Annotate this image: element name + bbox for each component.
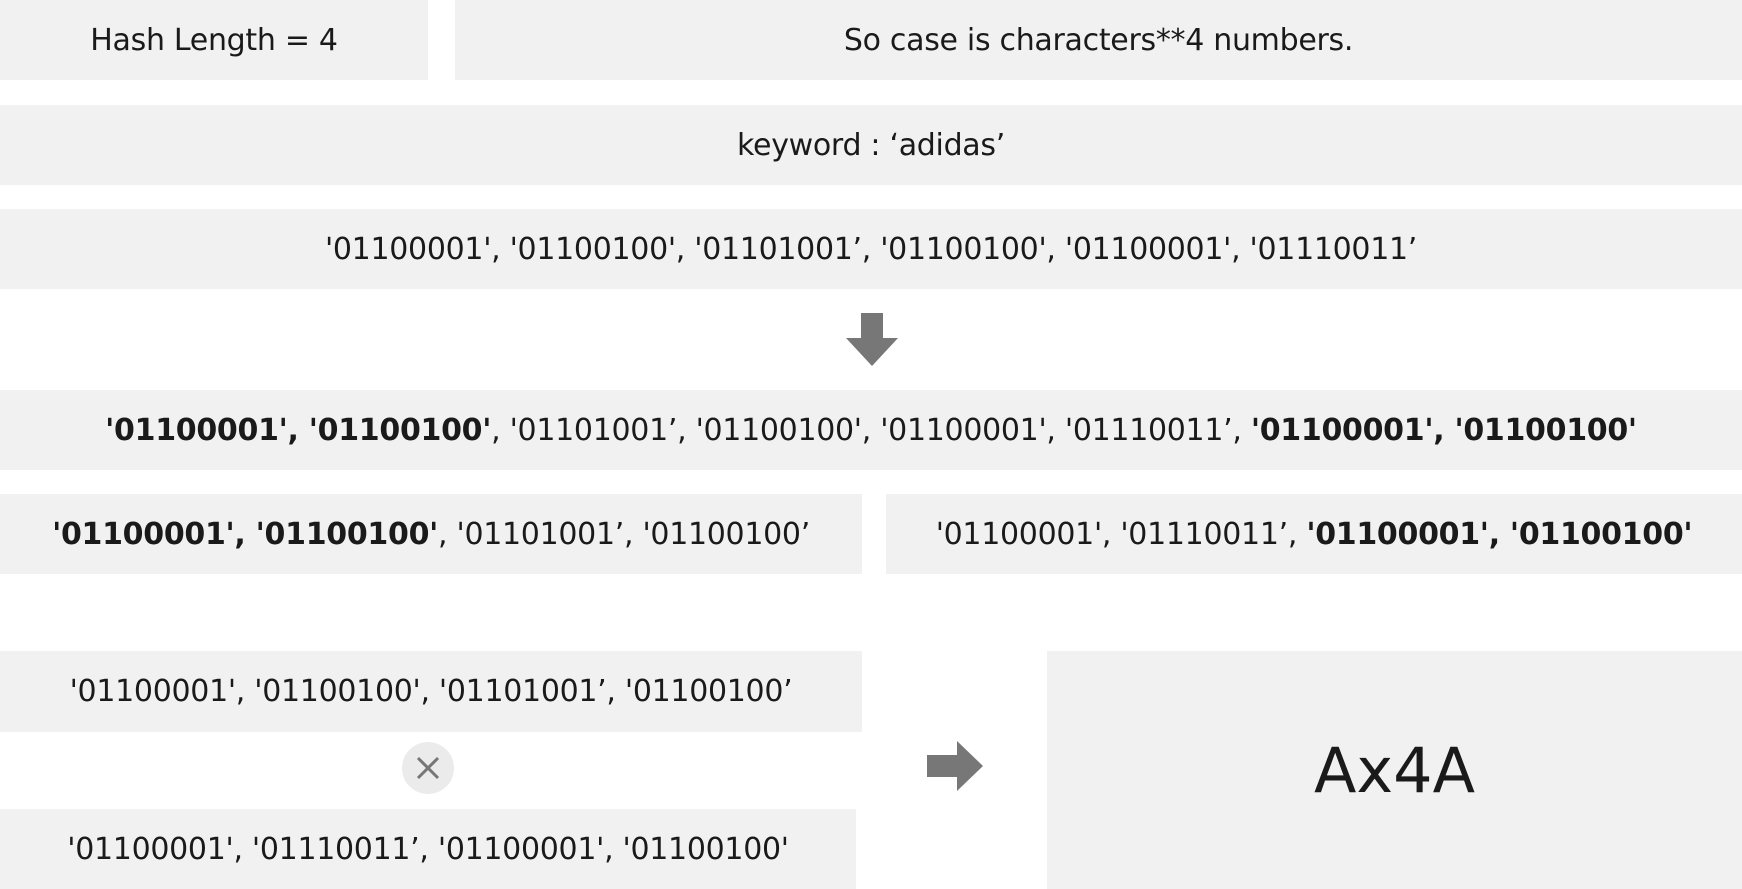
hash-length-box: Hash Length = 4 — [0, 0, 428, 80]
extended-row-line: '01100001', '01100100', '01101001’, '011… — [105, 413, 1637, 448]
extended-row-prefix: '01100001', '01100100' — [105, 412, 492, 448]
hash-length-text: Hash Length = 4 — [90, 22, 338, 58]
extended-row-box: '01100001', '01100100', '01101001’, '011… — [0, 390, 1742, 470]
extended-row-middle: , '01101001’, '01100100', '01100001', '0… — [491, 412, 1251, 448]
split-left-box: '01100001', '01100100', '01101001’, '011… — [0, 494, 862, 574]
operand-top-box: '01100001', '01100100', '01101001’, '011… — [0, 651, 862, 732]
multiply-glyph — [416, 756, 440, 780]
split-right-suffix: '01100001', '01100100' — [1306, 516, 1693, 552]
result-text: Ax4A — [1314, 733, 1475, 807]
keyword-box: keyword : ‘adidas’ — [0, 105, 1742, 185]
arrow-down-icon — [846, 313, 898, 366]
binary-row-text: '01100001', '01100100', '01101001’, '011… — [324, 231, 1418, 267]
split-right-box: '01100001', '01110011’, '01100001', '011… — [886, 494, 1742, 574]
split-right-rest: '01100001', '01110011’, — [935, 516, 1307, 552]
split-left-prefix: '01100001', '01100100' — [52, 516, 439, 552]
binary-row-box: '01100001', '01100100', '01101001’, '011… — [0, 209, 1742, 289]
operand-top-text: '01100001', '01100100', '01101001’, '011… — [69, 674, 793, 709]
split-right-line: '01100001', '01110011’, '01100001', '011… — [936, 517, 1693, 552]
multiply-icon — [402, 742, 454, 794]
keyword-text: keyword : ‘adidas’ — [737, 127, 1005, 163]
split-left-line: '01100001', '01100100', '01101001’, '011… — [52, 517, 810, 552]
operand-bottom-text: '01100001', '01110011’, '01100001', '011… — [67, 831, 789, 867]
result-box: Ax4A — [1047, 651, 1742, 889]
operand-bottom-box: '01100001', '01110011’, '01100001', '011… — [0, 809, 856, 889]
arrow-right-icon — [927, 741, 983, 791]
split-left-rest: , '01101001’, '01100100’ — [438, 516, 810, 552]
case-note-box: So case is characters**4 numbers. — [455, 0, 1742, 80]
extended-row-suffix: '01100001', '01100100' — [1250, 412, 1637, 448]
case-note-text: So case is characters**4 numbers. — [843, 22, 1354, 58]
